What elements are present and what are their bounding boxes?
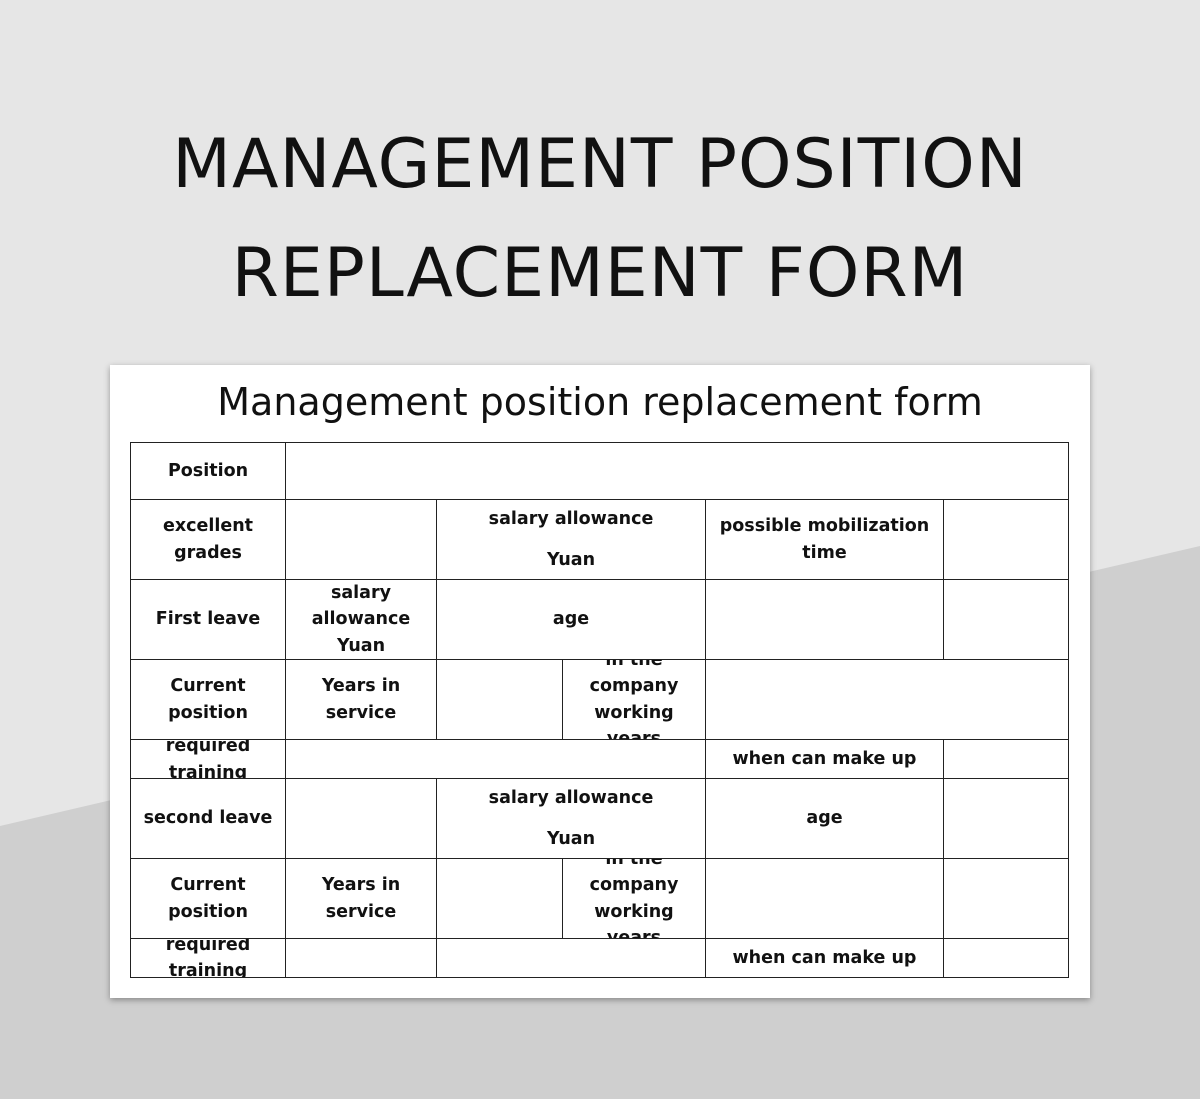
label-company-working-years-1: in the company working years [562, 659, 706, 740]
label-salary-allowance-yuan-3: salary allowance Yuan [436, 778, 706, 859]
label-salary-allowance-yuan-1: salary allowance Yuan [436, 499, 706, 580]
input-company-working-years-1[interactable] [705, 659, 1069, 740]
input-company-working-years-2[interactable] [705, 858, 944, 939]
salary-allowance-text: salary allowance [488, 509, 654, 529]
input-when-can-make-up-2[interactable] [943, 938, 1069, 978]
yuan-unit-text: Yuan [546, 549, 596, 570]
input-age-2[interactable] [943, 778, 1069, 859]
label-required-training-1: required training [130, 739, 286, 780]
form-title: Management position replacement form [217, 380, 983, 424]
input-possible-mobilization-time[interactable] [943, 499, 1069, 580]
label-excellent-grades: excellent grades [130, 499, 286, 580]
label-required-training-2: required training [130, 938, 286, 978]
form-table: Position excellent grades salary allowan… [110, 365, 1090, 998]
input-required-training-2b[interactable] [436, 938, 706, 978]
input-position[interactable] [285, 442, 1069, 500]
label-years-in-service-2: Years in service [285, 858, 437, 939]
label-years-in-service-1: Years in service [285, 659, 437, 740]
banner-title-line-1: MANAGEMENT POSITION [172, 125, 1028, 204]
label-possible-mobilization-time: possible mobilization time [705, 499, 944, 580]
form-sheet: Management position replacement form Pos… [110, 365, 1090, 998]
input-required-training-2a[interactable] [285, 938, 437, 978]
label-when-can-make-up-2: when can make up [705, 938, 944, 978]
input-current-position-2-extra[interactable] [943, 858, 1069, 939]
label-company-working-years-2: in the company working years [562, 858, 706, 939]
input-when-can-make-up-1[interactable] [943, 739, 1069, 780]
input-years-in-service-2[interactable] [436, 858, 563, 939]
label-current-position-1: Current position [130, 659, 286, 740]
input-required-training-1[interactable] [285, 739, 706, 780]
label-age-1: age [436, 579, 706, 660]
yuan-unit-text: Yuan [546, 828, 596, 849]
label-second-leave: second leave [130, 778, 286, 859]
input-age-1[interactable] [705, 579, 944, 660]
label-position: Position [130, 442, 286, 500]
label-when-can-make-up-1: when can make up [705, 739, 944, 780]
label-current-position-2: Current position [130, 858, 286, 939]
input-first-leave-extra[interactable] [943, 579, 1069, 660]
input-second-leave[interactable] [285, 778, 437, 859]
banner-title-line-2: REPLACEMENT FORM [231, 234, 969, 313]
label-salary-allowance-yuan-2: salary allowance Yuan [285, 579, 437, 660]
input-years-in-service-1[interactable] [436, 659, 563, 740]
input-excellent-grades[interactable] [285, 499, 437, 580]
label-first-leave: First leave [130, 579, 286, 660]
label-age-2: age [705, 778, 944, 859]
salary-allowance-text: salary allowance [488, 788, 654, 808]
